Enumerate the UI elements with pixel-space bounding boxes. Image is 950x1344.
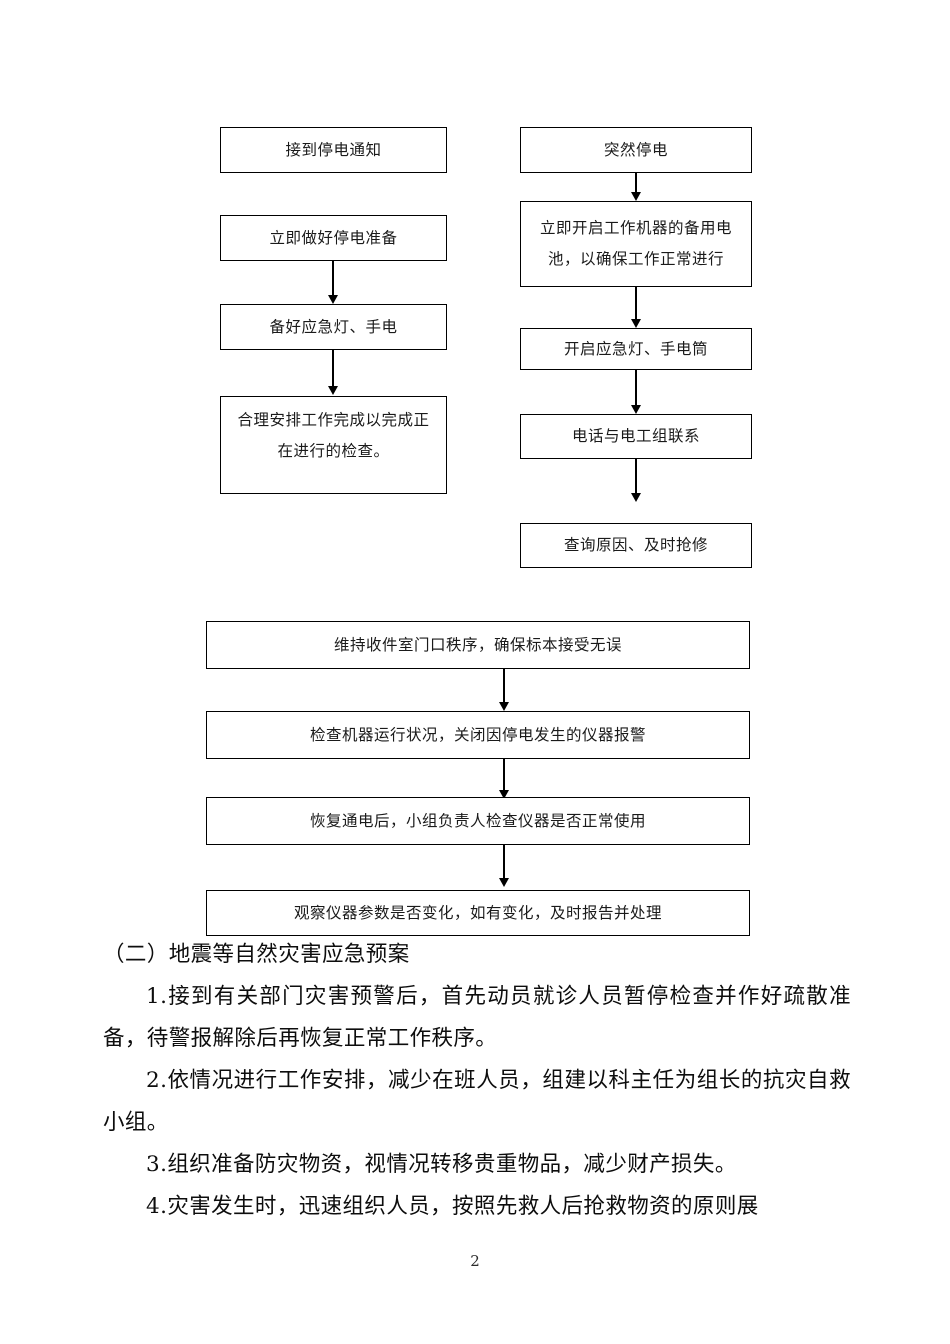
body-paragraph-4: 4.灾害发生时，迅速组织人员，按照先救人后抢救物资的原则展 [146, 1194, 759, 1219]
flow-box-label: 电话与电工组联系 [571, 427, 700, 446]
flow-box-observe-parameters: 观察仪器参数是否变化，如有变化，及时报告并处理 [206, 890, 750, 936]
arrow-head-icon [630, 493, 641, 502]
flow-box-label: 备好应急灯、手电 [269, 317, 398, 336]
arrow-shaft [635, 287, 637, 319]
flow-box-maintain-order: 维持收件室门口秩序，确保标本接受无误 [206, 621, 750, 669]
flow-arrow-wide-1-to-2 [497, 669, 511, 711]
flow-box-investigate-repair: 查询原因、及时抢修 [520, 523, 752, 568]
arrow-head-icon [498, 878, 509, 887]
body-text-block: （二）地震等自然灾害应急预案 1.接到有关部门灾害预警后，首先动员就诊人员暂停检… [103, 934, 851, 1228]
arrow-head-icon [630, 319, 641, 328]
flow-arrow-right-1-to-2 [629, 173, 643, 201]
arrow-head-icon [630, 192, 641, 201]
arrow-shaft [332, 350, 334, 386]
flow-arrow-right-2-to-3 [629, 287, 643, 328]
flow-box-label: 接到停电通知 [285, 140, 382, 159]
arrow-shaft [332, 261, 334, 295]
flow-box-label: 检查机器运行状况，关闭因停电发生的仪器报警 [309, 725, 646, 744]
flow-arrow-left-3-to-4 [326, 350, 340, 395]
flow-box-label: 维持收件室门口秩序，确保标本接受无误 [333, 635, 622, 654]
arrow-head-icon [327, 386, 338, 395]
body-paragraph-1: 1.接到有关部门灾害预警后，首先动员就诊人员暂停检查并作好疏散准备，待警报解除后… [103, 984, 851, 1051]
arrow-shaft [635, 459, 637, 493]
flow-arrow-right-4-to-5 [629, 459, 643, 502]
flow-box-label: 突然停电 [603, 140, 668, 159]
flow-box-sudden-outage: 突然停电 [520, 127, 752, 173]
flow-box-label: 开启应急灯、手电筒 [563, 339, 708, 358]
flow-box-check-machines: 检查机器运行状况，关闭因停电发生的仪器报警 [206, 711, 750, 759]
flow-box-after-power-restored: 恢复通电后，小组负责人检查仪器是否正常使用 [206, 797, 750, 845]
flow-box-label: 立即开启工作机器的备用电 池，以确保工作正常进行 [539, 219, 732, 268]
body-paragraph-2: 2.依情况进行工作安排，减少在班人员，组建以科主任为组长的抗灾自救小组。 [103, 1068, 851, 1135]
section-heading: （二）地震等自然灾害应急预案 [103, 942, 410, 967]
arrow-shaft [503, 669, 505, 702]
arrow-shaft [635, 173, 637, 192]
flow-box-label: 观察仪器参数是否变化，如有变化，及时报告并处理 [293, 903, 662, 922]
flow-box-prepare-outage: 立即做好停电准备 [220, 215, 447, 261]
flow-box-label: 合理安排工作完成以完成正 在进行的检查。 [237, 411, 430, 460]
arrow-shaft [503, 759, 505, 790]
flow-box-prepare-lamps: 备好应急灯、手电 [220, 304, 447, 350]
flow-arrow-right-3-to-4 [629, 370, 643, 414]
flow-arrow-wide-3-to-4 [497, 845, 511, 887]
arrow-shaft [503, 845, 505, 878]
arrow-head-icon [630, 405, 641, 414]
flow-box-turn-on-lamps: 开启应急灯、手电筒 [520, 328, 752, 370]
arrow-head-icon [498, 702, 509, 711]
flow-box-call-electricians: 电话与电工组联系 [520, 414, 752, 459]
body-paragraph-3: 3.组织准备防灾物资，视情况转移贵重物品，减少财产损失。 [146, 1152, 737, 1177]
arrow-head-icon [498, 790, 509, 799]
flow-box-notice-received: 接到停电通知 [220, 127, 447, 173]
arrow-shaft [635, 370, 637, 405]
page-number: 2 [470, 1252, 480, 1270]
flow-box-arrange-work: 合理安排工作完成以完成正 在进行的检查。 [220, 396, 447, 494]
flow-arrow-wide-2-to-3 [497, 759, 511, 799]
flow-box-label: 查询原因、及时抢修 [563, 536, 708, 555]
arrow-head-icon [327, 295, 338, 304]
flow-box-label: 恢复通电后，小组负责人检查仪器是否正常使用 [309, 811, 646, 830]
flow-arrow-left-2-to-3 [326, 261, 340, 304]
flow-box-start-backup-battery: 立即开启工作机器的备用电 池，以确保工作正常进行 [520, 201, 752, 287]
flow-box-label: 立即做好停电准备 [269, 228, 398, 247]
